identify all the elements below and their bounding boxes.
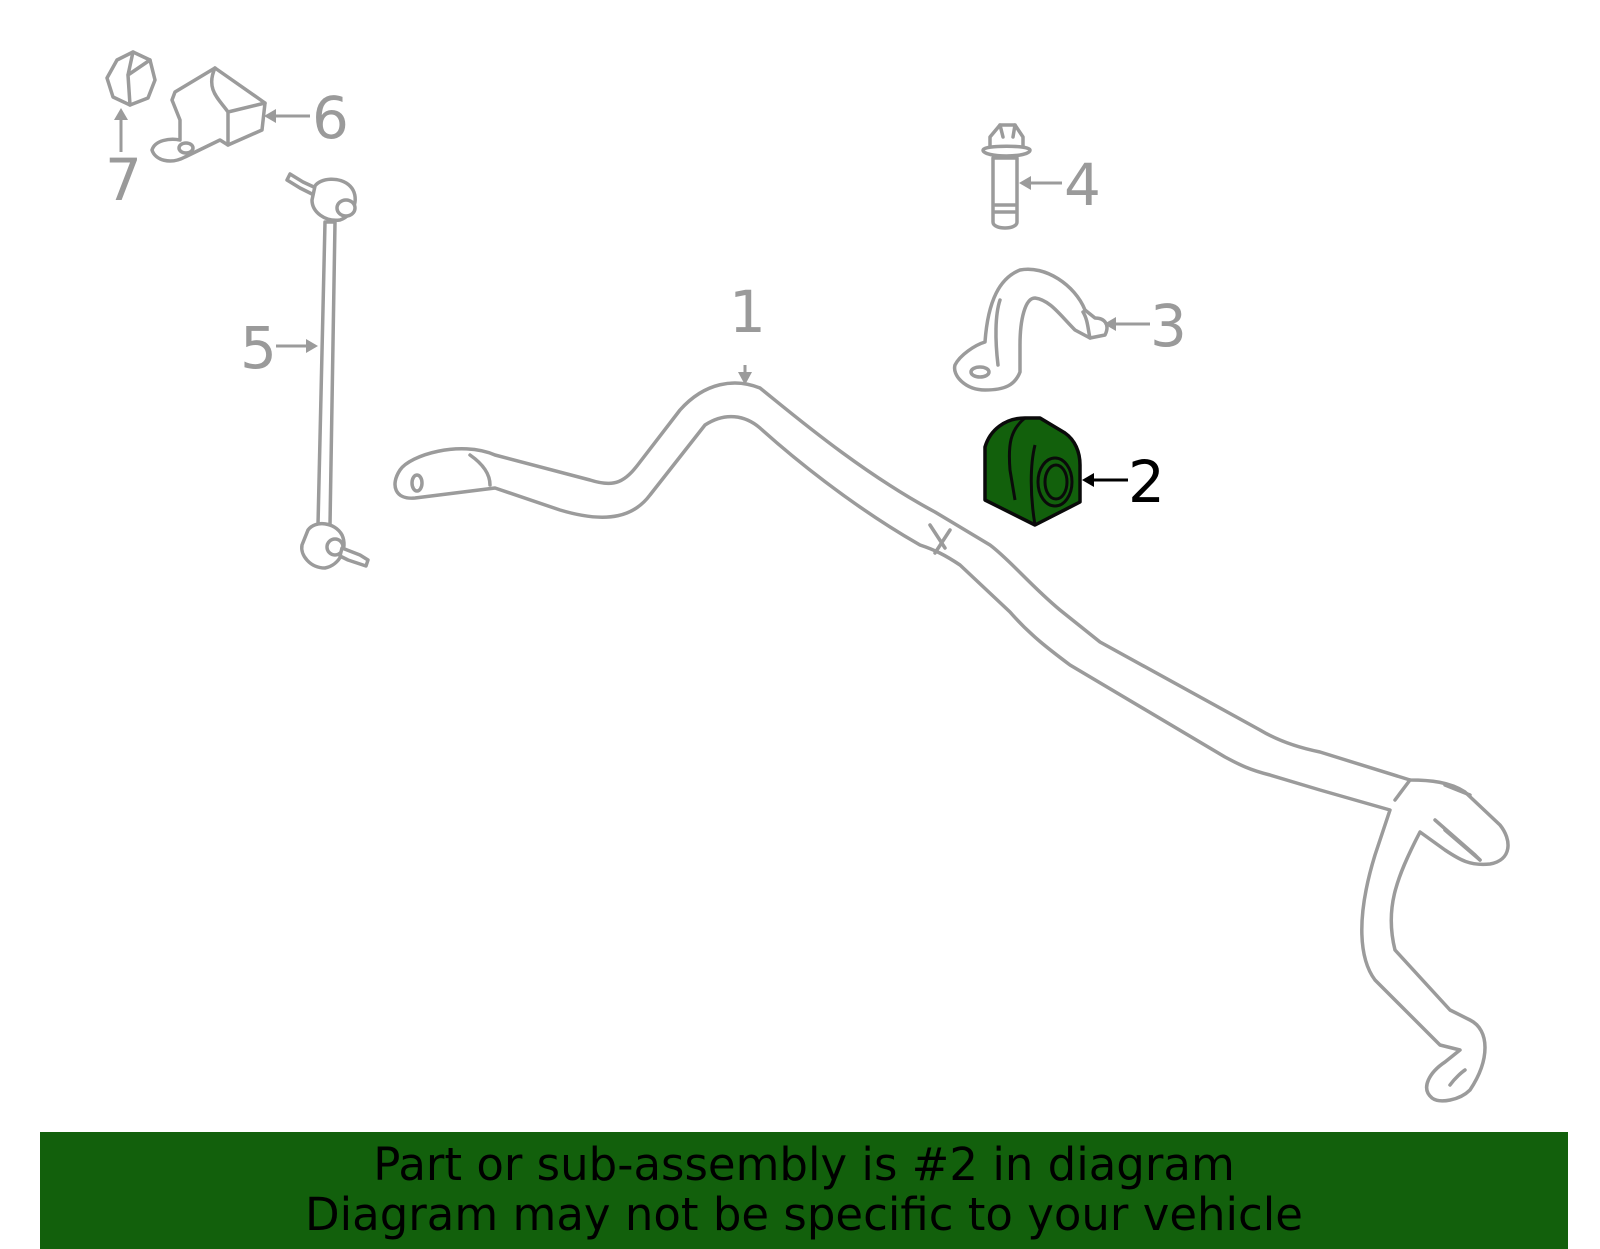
- info-banner: Part or sub-assembly is #2 in diagram Di…: [40, 1132, 1568, 1249]
- leader-4: [1019, 176, 1062, 190]
- callout-4: 4: [1064, 151, 1101, 219]
- stabilizer-bushing-part[interactable]: [983, 416, 1082, 527]
- stabilizer-bar-part[interactable]: [393, 381, 1510, 1103]
- callout-6: 6: [312, 84, 349, 152]
- bushing-bracket-part[interactable]: [952, 267, 1109, 392]
- banner-line-1: Part or sub-assembly is #2 in diagram: [373, 1138, 1235, 1191]
- leader-5: [276, 339, 318, 353]
- callout-3: 3: [1150, 292, 1187, 360]
- callout-5: 5: [240, 314, 277, 382]
- banner-line-2: Diagram may not be specific to your vehi…: [305, 1188, 1303, 1241]
- leader-3: [1104, 317, 1150, 331]
- leader-2: [1082, 473, 1128, 487]
- leader-6: [264, 109, 310, 123]
- nut-part[interactable]: [105, 50, 157, 107]
- leader-1: [738, 365, 752, 385]
- callout-7: 7: [105, 146, 142, 214]
- link-bracket-part[interactable]: [150, 66, 267, 163]
- callout-1: 1: [729, 278, 766, 346]
- leader-7: [114, 108, 128, 152]
- bracket-bolt-part[interactable]: [981, 123, 1032, 230]
- callout-2: 2: [1128, 448, 1165, 516]
- stabilizer-link-part[interactable]: [285, 172, 370, 570]
